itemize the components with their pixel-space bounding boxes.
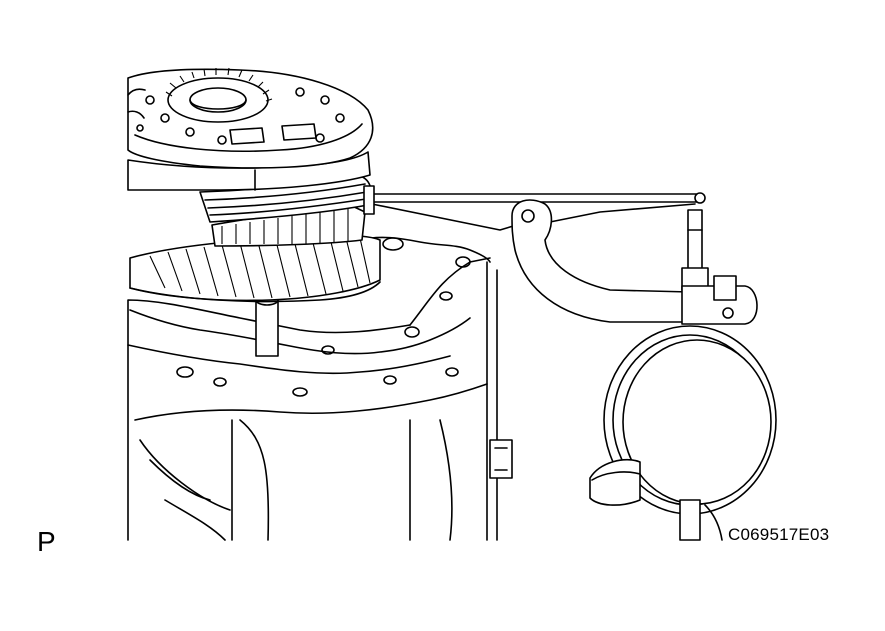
figure-code: C069517E03 xyxy=(728,525,830,544)
carrier-assembly xyxy=(127,67,374,247)
transaxle-case xyxy=(127,236,513,541)
dowel-pin xyxy=(255,294,279,357)
dial-indicator-icon xyxy=(363,185,777,541)
gear-icon xyxy=(129,234,381,303)
corner-label: P xyxy=(37,526,56,557)
